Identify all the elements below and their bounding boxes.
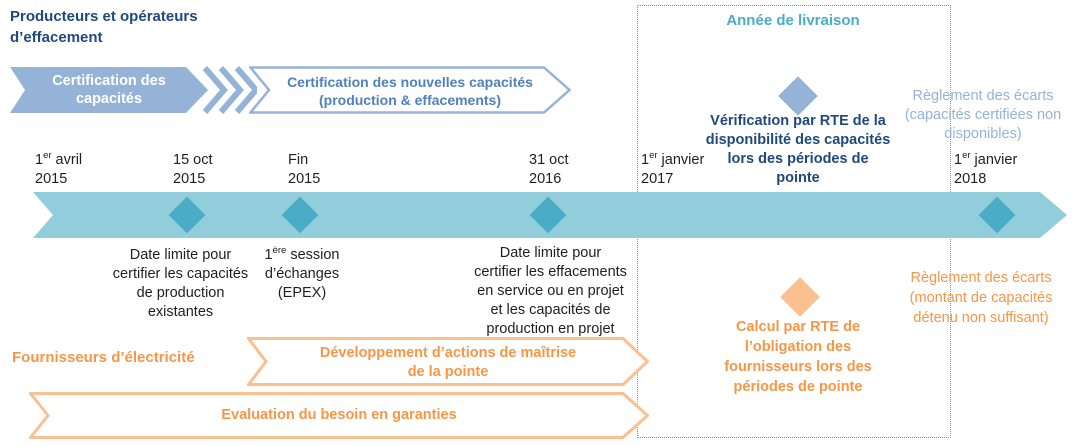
suppliers-label: Fournisseurs d’électricité [12, 349, 195, 366]
producers-label: Producteurs et opérateurs d’effacement [10, 8, 198, 46]
certification-arrow: Certification des capacités [10, 67, 208, 113]
demand-side-arrow [247, 337, 649, 386]
obligation-calc-label: Calcul par RTE de l’obligation des fourn… [724, 319, 872, 395]
milestone-label-existing-capacities: Date limite pour certifier les capacités… [112, 247, 249, 320]
guarantees-arrow [29, 392, 649, 439]
date-fin-2015: Fin 2015 [288, 152, 321, 187]
delivery-year-title: Année de livraison [726, 12, 860, 29]
new-capacities-arrow-label: Certification des nouvelles capacités (p… [287, 74, 533, 108]
date-avril-2015: 1er avril 2015 [35, 150, 83, 187]
demand-side-arrow-label: Développement d’actions de maîtrise de l… [319, 345, 577, 380]
certification-arrow-label: Certification des capacités [52, 73, 166, 107]
new-capacities-arrow [249, 66, 571, 114]
date-15-oct-2015: 15 oct 2015 [173, 152, 213, 187]
date-janvier-2017: 1er janvier 2017 [641, 150, 705, 187]
chevron-separator-icon [202, 66, 257, 114]
date-janvier-2018: 1er janvier 2018 [954, 150, 1018, 187]
verification-label: Vérification par RTE de la disponibilité… [705, 113, 891, 186]
settlement-amount-label: Règlement des écarts (montant de capacit… [909, 270, 1053, 326]
milestone-label-effacements: Date limite pour certifier les effacemen… [474, 245, 627, 337]
date-31-oct-2016: 31 oct 2016 [529, 152, 569, 187]
guarantees-arrow-label: Evaluation du besoin en garanties [221, 407, 457, 423]
settlement-capacity-label: Règlement des écarts (capacités certifié… [904, 88, 1062, 142]
milestone-label-epex-session: 1ère session d’échanges (EPEX) [264, 245, 340, 301]
